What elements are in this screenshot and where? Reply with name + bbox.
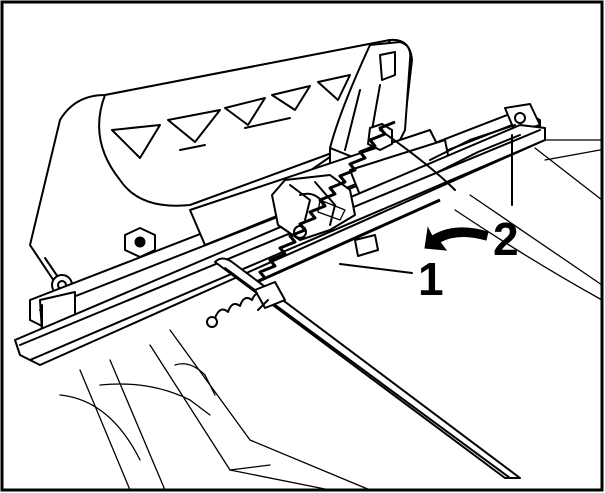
release-cable (379, 124, 521, 191)
return-spring (206, 292, 263, 328)
callout-2: 2 (493, 213, 519, 265)
release-spring (249, 120, 441, 287)
lower-rail (14, 124, 546, 366)
release-rod (214, 257, 521, 479)
leader-line-1 (339, 263, 413, 274)
floor-outline (59, 139, 603, 491)
callout-1: 1 (418, 253, 444, 305)
direction-arrow (424, 226, 489, 251)
